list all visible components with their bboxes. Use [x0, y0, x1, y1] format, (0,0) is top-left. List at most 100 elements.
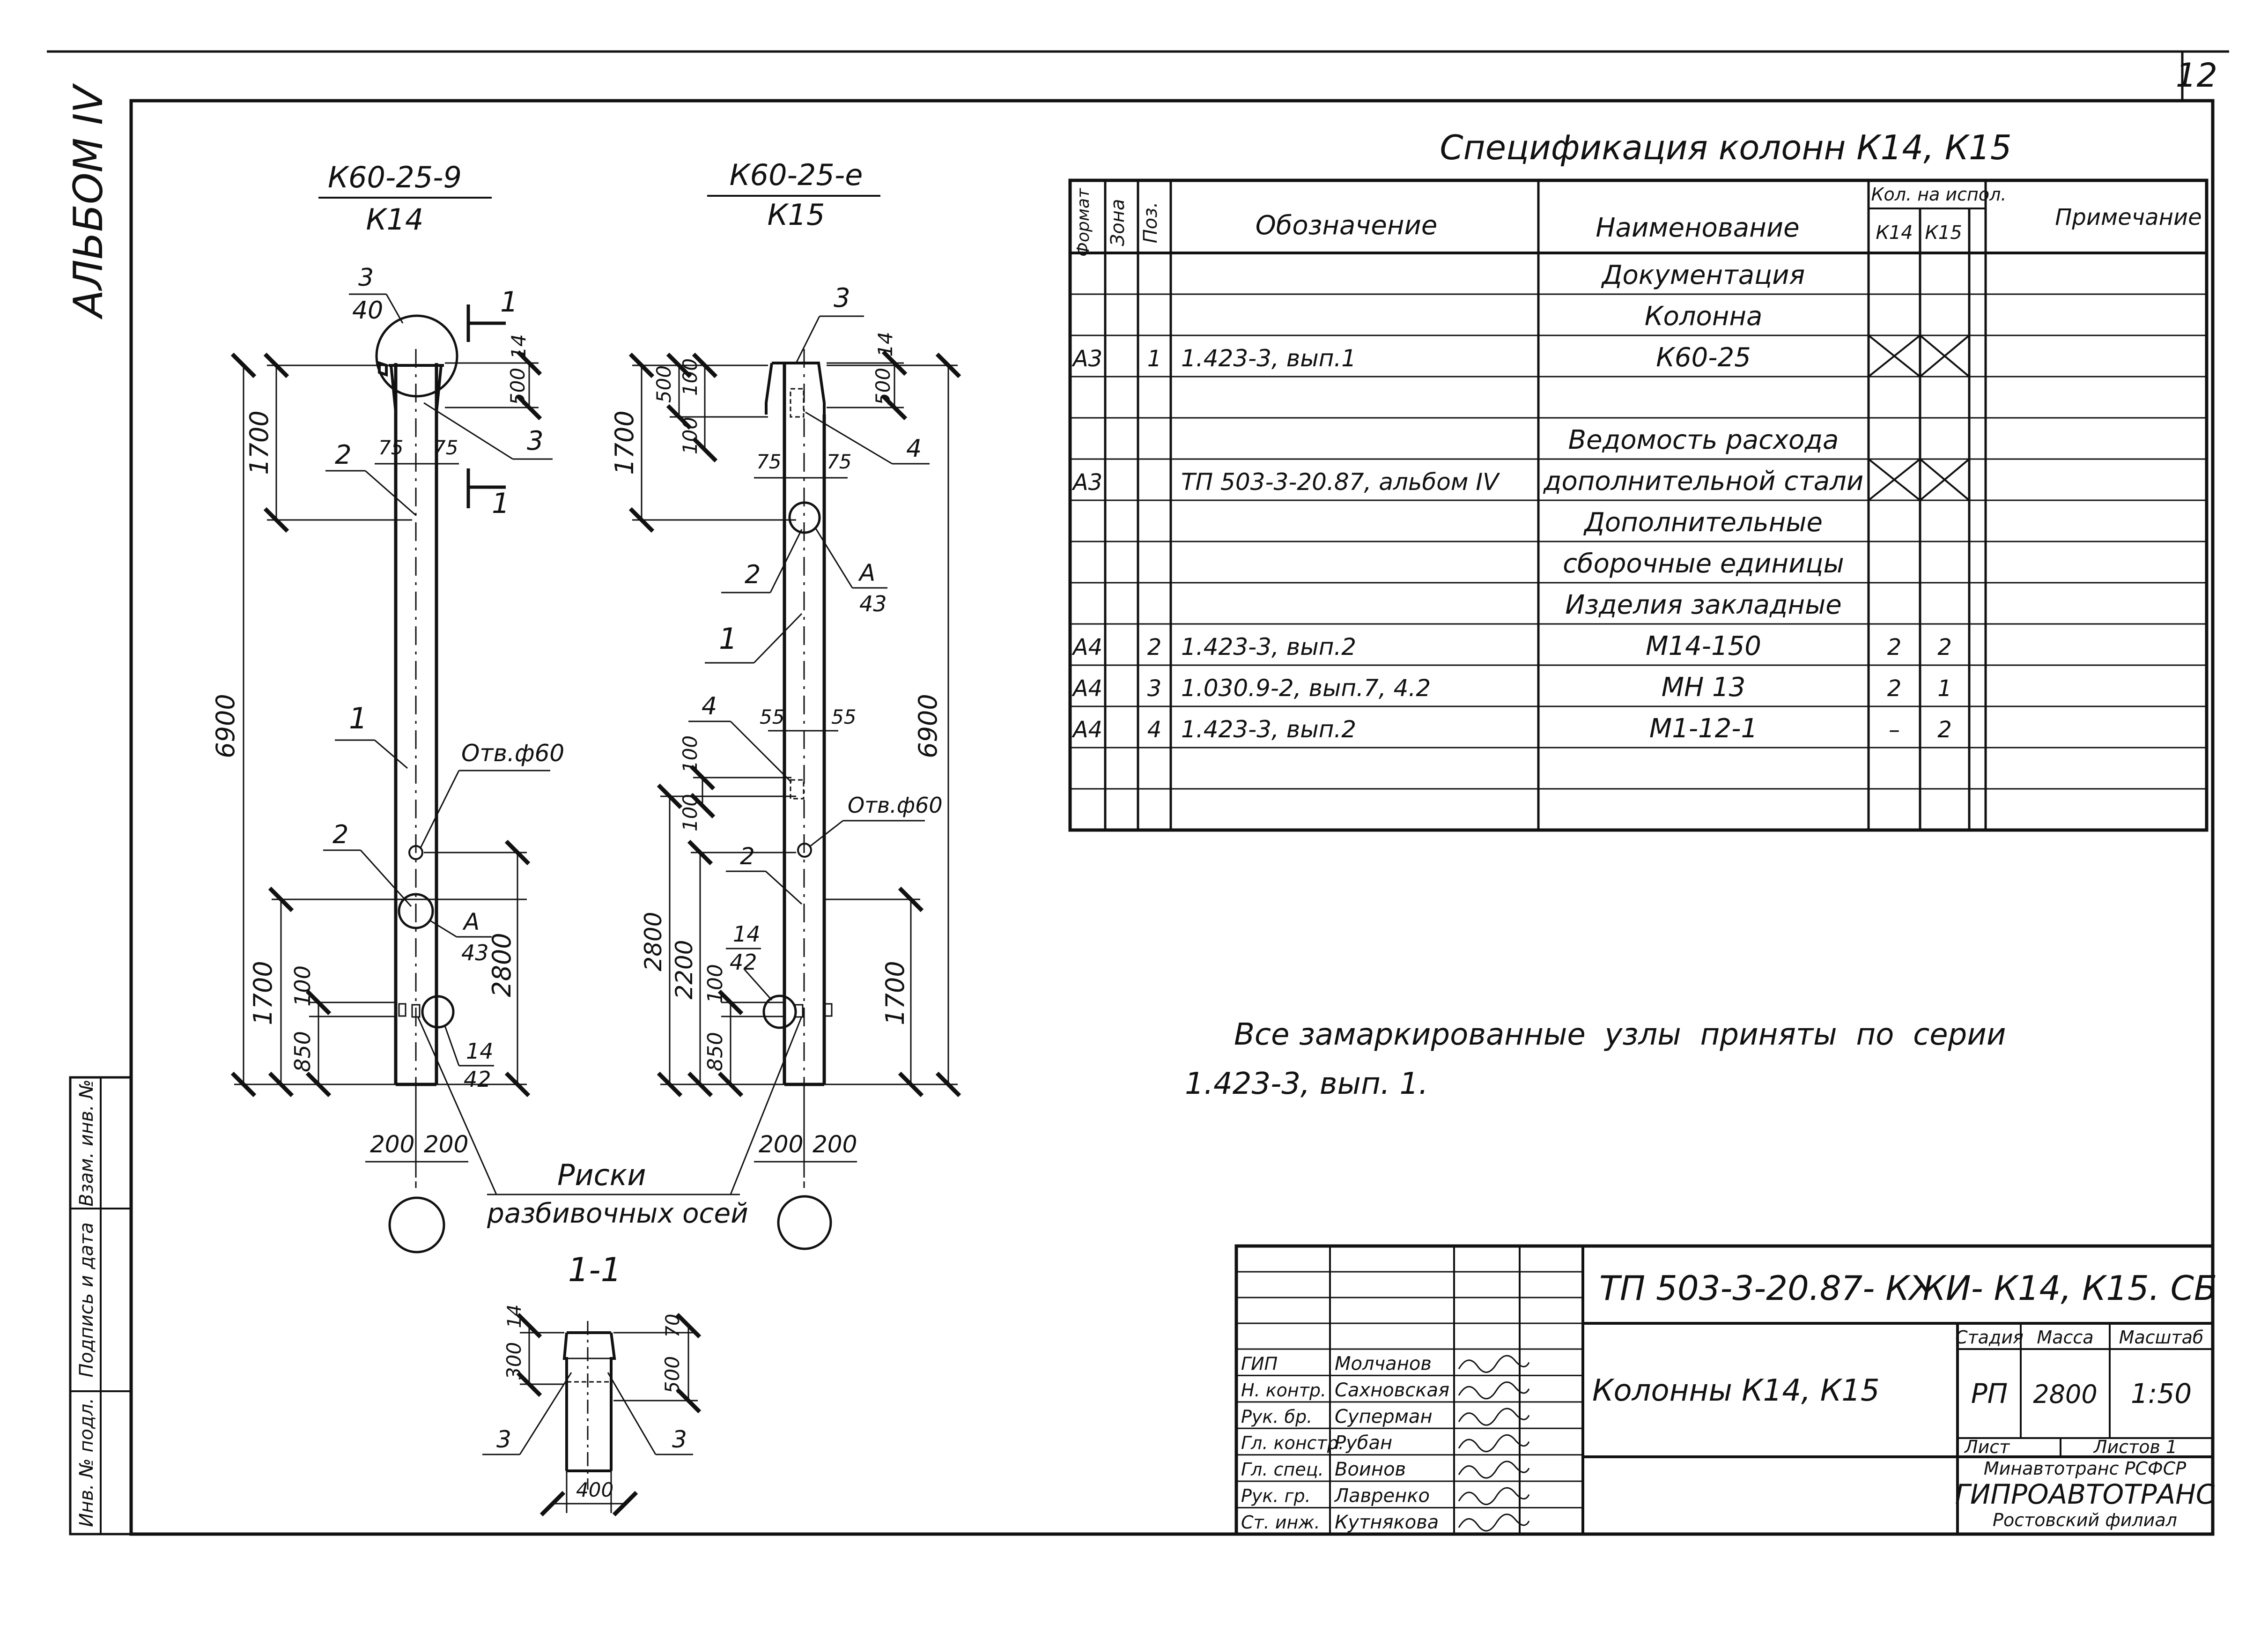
col2-callout-4b: 4: [702, 692, 717, 720]
col2-dim-1700: 1700: [610, 410, 639, 475]
title-stage-label: Стадия: [1955, 1327, 2024, 1348]
col1-sect-mark2: 1: [492, 487, 510, 520]
col1-dim-1700: 1700: [244, 410, 274, 475]
title-role: ГИП: [1241, 1353, 1278, 1374]
col1-dim-2800: 2800: [487, 933, 517, 997]
sheet-frame: 12 АЛЬБОМ IV: [47, 50, 2229, 1536]
col2-callout-a-den: 43: [859, 591, 887, 616]
signature-scribble: [1458, 1434, 1530, 1453]
title-mass: 2800: [2033, 1380, 2097, 1409]
col1-dim-850: 850: [290, 1031, 315, 1072]
col2-mark-top: К60-25-е: [730, 158, 863, 192]
title-code: ТП 503-3-20.87- КЖИ- К14, К15. СБ: [1599, 1269, 2217, 1308]
spec-cell-pos: 2: [1147, 634, 1162, 660]
page-number: 12: [2176, 56, 2217, 95]
title-person-name: Суперман: [1335, 1406, 1433, 1427]
col1-callout-3a-num: 3: [358, 264, 374, 292]
title-role: Гл. спец.: [1241, 1459, 1324, 1480]
section-dim-500: 500: [661, 1356, 684, 1394]
section-dim-70: 70: [662, 1314, 684, 1338]
signature-scribble: [1458, 1381, 1530, 1400]
col2-dim-100a: 100: [679, 358, 702, 396]
spec-cell-format: А3: [1071, 346, 1102, 372]
spec-cell-k15: 2: [1937, 717, 1952, 743]
title-role: Рук. бр.: [1241, 1406, 1312, 1427]
col2-dim-100c: 100: [679, 735, 702, 773]
col1-callout-3b: 3: [527, 426, 544, 456]
col2-callout-2b: 2: [740, 843, 755, 870]
stamp-replace-inv: Взам. инв. №: [76, 1079, 97, 1207]
col1-dim-6900: 6900: [211, 694, 240, 758]
col2-dim-850: 850: [703, 1032, 727, 1071]
spec-header-name: Наименование: [1596, 213, 1799, 243]
column-k14-drawing: К60-25-9 К14 1 1 1700 6900 1700: [211, 160, 564, 1254]
col1-callout-14-den: 42: [464, 1067, 491, 1092]
spec-cell-name: сборочные единицы: [1563, 549, 1844, 579]
col2-node-14-circle: [762, 994, 797, 1029]
title-sheet-label: Лист: [1964, 1437, 2010, 1457]
spec-cell-format: А4: [1071, 717, 1102, 743]
column-k15-drawing: К60-25-е К15 1700 500 100 100 2800 2200: [610, 158, 961, 1250]
spec-cell-pos: 1: [1147, 346, 1162, 372]
title-person-name: Воинов: [1335, 1459, 1406, 1480]
col2-callout-14-den: 42: [730, 950, 757, 975]
signature-scribble: [1458, 1355, 1530, 1373]
col1-callout-2a: 2: [335, 440, 352, 470]
spec-cell-k14: 2: [1887, 634, 1902, 660]
spec-cell-k15: 1: [1937, 675, 1952, 702]
specification-table: Спецификация колонн К14, К15 Документаци…: [1068, 128, 2209, 832]
col1-dim-1700b: 1700: [248, 961, 278, 1025]
title-role: Н. контр.: [1241, 1380, 1326, 1401]
title-scale: 1:50: [2131, 1378, 2192, 1409]
col1-hole-circle: [408, 845, 423, 860]
spec-cross-mark: [1868, 334, 1921, 378]
axis-risks-annotation: Риски разбивочных осей 1-1: [417, 1016, 803, 1289]
title-sheets-label: Листов 1: [2093, 1437, 2177, 1457]
spec-cross-mark: [1868, 458, 1921, 501]
note-line2: 1.423-3, вып. 1.: [1185, 1067, 1428, 1101]
col1-dim-500: 500: [506, 368, 529, 405]
spec-header-note: Примечание: [2055, 204, 2202, 230]
col2-callout-14-num: 14: [733, 921, 761, 947]
col1-dim-200a: 200: [370, 1131, 414, 1158]
col2-dim-75a: 75: [756, 450, 781, 473]
col2-dim-14: 14: [874, 332, 897, 356]
spec-cell-k14: 2: [1887, 675, 1902, 702]
col2-callout-1: 1: [719, 622, 737, 656]
section-1-1-drawing: 300 14 500 70 400 3 3: [482, 1305, 702, 1517]
spec-cell-k15: 2: [1937, 634, 1952, 660]
col2-dim-100e: 100: [703, 964, 727, 1003]
col1-mark-top: К60-25-9: [328, 160, 462, 194]
spec-cell-k14: –: [1889, 717, 1900, 743]
section-title: 1-1: [568, 1251, 621, 1289]
col1-node-14-circle: [421, 995, 455, 1029]
title-person-name: Молчанов: [1335, 1353, 1432, 1374]
col2-callout-2a: 2: [745, 560, 761, 589]
col2-axis-bubble: [777, 1195, 832, 1250]
col1-head-circle: [375, 314, 458, 398]
stamp-inv-no: Инв. № подл.: [76, 1398, 97, 1527]
title-person-name: Рубан: [1335, 1432, 1392, 1454]
stamp-sign-date: Подпись и дата: [76, 1222, 97, 1377]
signature-scribble: [1458, 1461, 1530, 1479]
spec-cell-designation: 1.423-3, вып.2: [1181, 716, 1356, 743]
col2-mark-bottom: К15: [768, 198, 825, 232]
col2-node-a-circle: [788, 501, 821, 534]
section-dim-300: 300: [502, 1342, 525, 1380]
col2-dim-55b: 55: [831, 705, 856, 728]
spec-cross-mark: [1919, 334, 1970, 378]
col2-dim-6900: 6900: [913, 694, 943, 758]
section-callout-3a: 3: [496, 1426, 511, 1453]
spec-header-k14: К14: [1876, 222, 1913, 244]
title-org-ministry: Минавтотранс РСФСР: [1984, 1458, 2186, 1479]
spec-cell-format: А4: [1071, 634, 1102, 660]
signature-scribble: [1458, 1487, 1530, 1506]
spec-cell-designation: 1.423-3, вып.1: [1181, 345, 1356, 372]
spec-cell-pos: 4: [1147, 717, 1162, 743]
col2-dim-2800: 2800: [640, 912, 667, 971]
title-role: Гл. констр.: [1241, 1433, 1344, 1454]
col1-hole-label: Отв.ф60: [461, 740, 564, 767]
spec-cell-designation: ТП 503-3-20.87, альбом IV: [1181, 468, 1500, 496]
section-dim-14: 14: [504, 1305, 525, 1328]
